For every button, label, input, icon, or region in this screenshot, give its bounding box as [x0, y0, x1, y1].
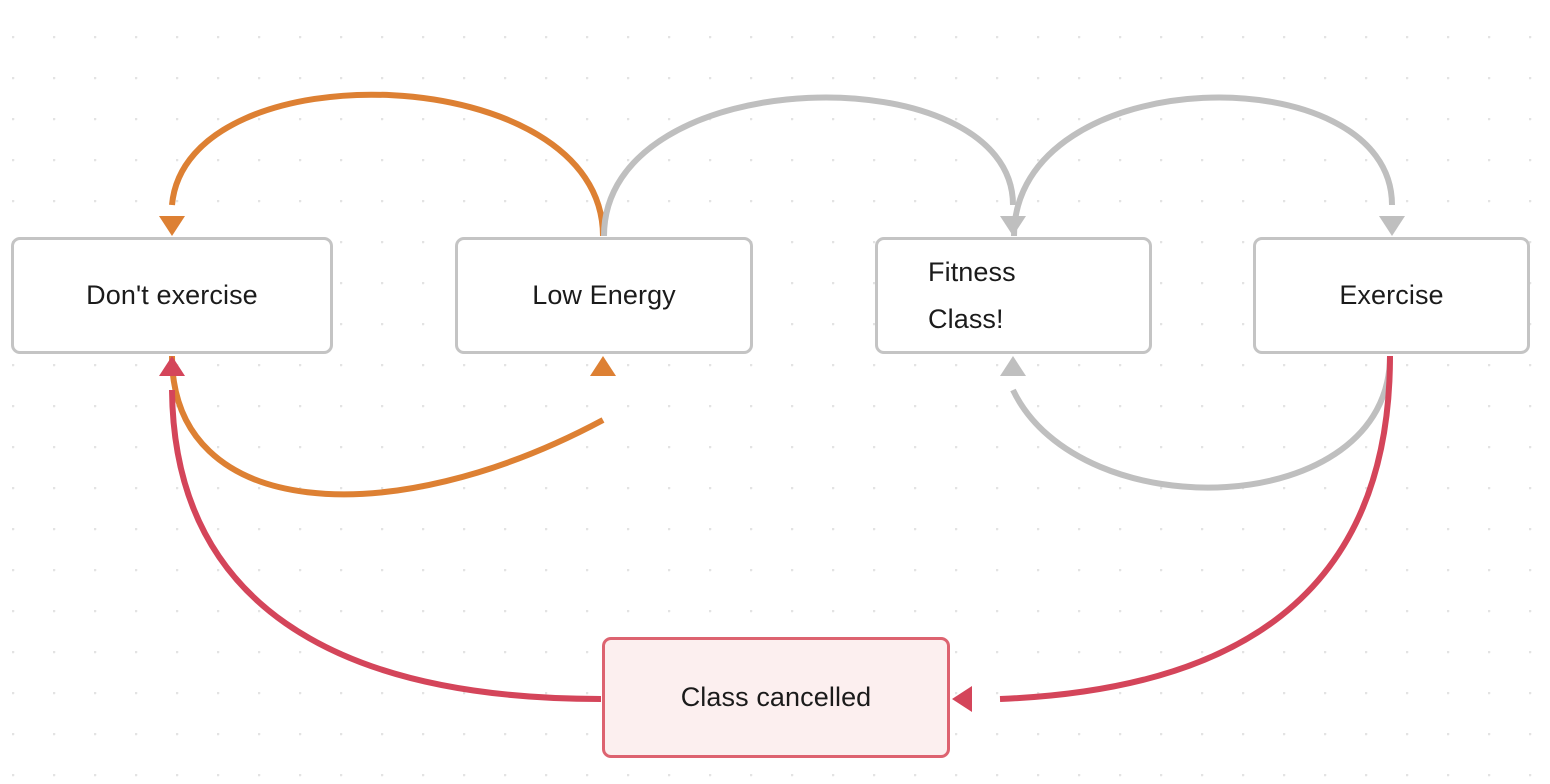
- arrowhead-icon: [159, 356, 185, 376]
- edge-line: [169, 389, 602, 702]
- arrowhead-icon: [590, 356, 616, 376]
- arrowhead-icon: [1000, 216, 1026, 236]
- node-label: Low Energy: [532, 280, 676, 311]
- node-exercise[interactable]: Exercise: [1253, 237, 1530, 354]
- edge-line: [1011, 94, 1395, 237]
- edge-line: [999, 355, 1393, 702]
- node-fitness-class[interactable]: Fitness Class!: [875, 237, 1152, 354]
- edge-line: [169, 91, 606, 237]
- edge-exercise-to-class-cancelled[interactable]: [952, 355, 1393, 712]
- edge-low-energy-to-fitness-class[interactable]: [601, 94, 1026, 237]
- edge-line: [169, 355, 605, 498]
- edge-line: [1010, 355, 1393, 491]
- node-label: Don't exercise: [86, 280, 258, 311]
- node-label: Class cancelled: [680, 682, 872, 713]
- edge-exercise-to-fitness-class[interactable]: [1000, 355, 1393, 491]
- node-low-energy[interactable]: Low Energy: [455, 237, 753, 354]
- edge-class-cancelled-to-dont-exercise[interactable]: [159, 356, 602, 702]
- arrowhead-icon: [1000, 356, 1026, 376]
- arrowhead-icon: [159, 216, 185, 236]
- node-label: Fitness Class!: [928, 257, 1016, 334]
- node-class-cancelled[interactable]: Class cancelled: [602, 637, 950, 758]
- arrowhead-icon: [1379, 216, 1405, 236]
- node-dont-exercise[interactable]: Don't exercise: [11, 237, 333, 354]
- edge-fitness-class-to-exercise[interactable]: [1011, 94, 1405, 237]
- arrowhead-icon: [952, 686, 972, 712]
- edge-dont-exercise-to-low-energy[interactable]: [169, 355, 616, 498]
- edge-low-energy-to-dont-exercise[interactable]: [159, 91, 606, 237]
- node-label: Exercise: [1339, 280, 1444, 311]
- edge-line: [601, 94, 1016, 237]
